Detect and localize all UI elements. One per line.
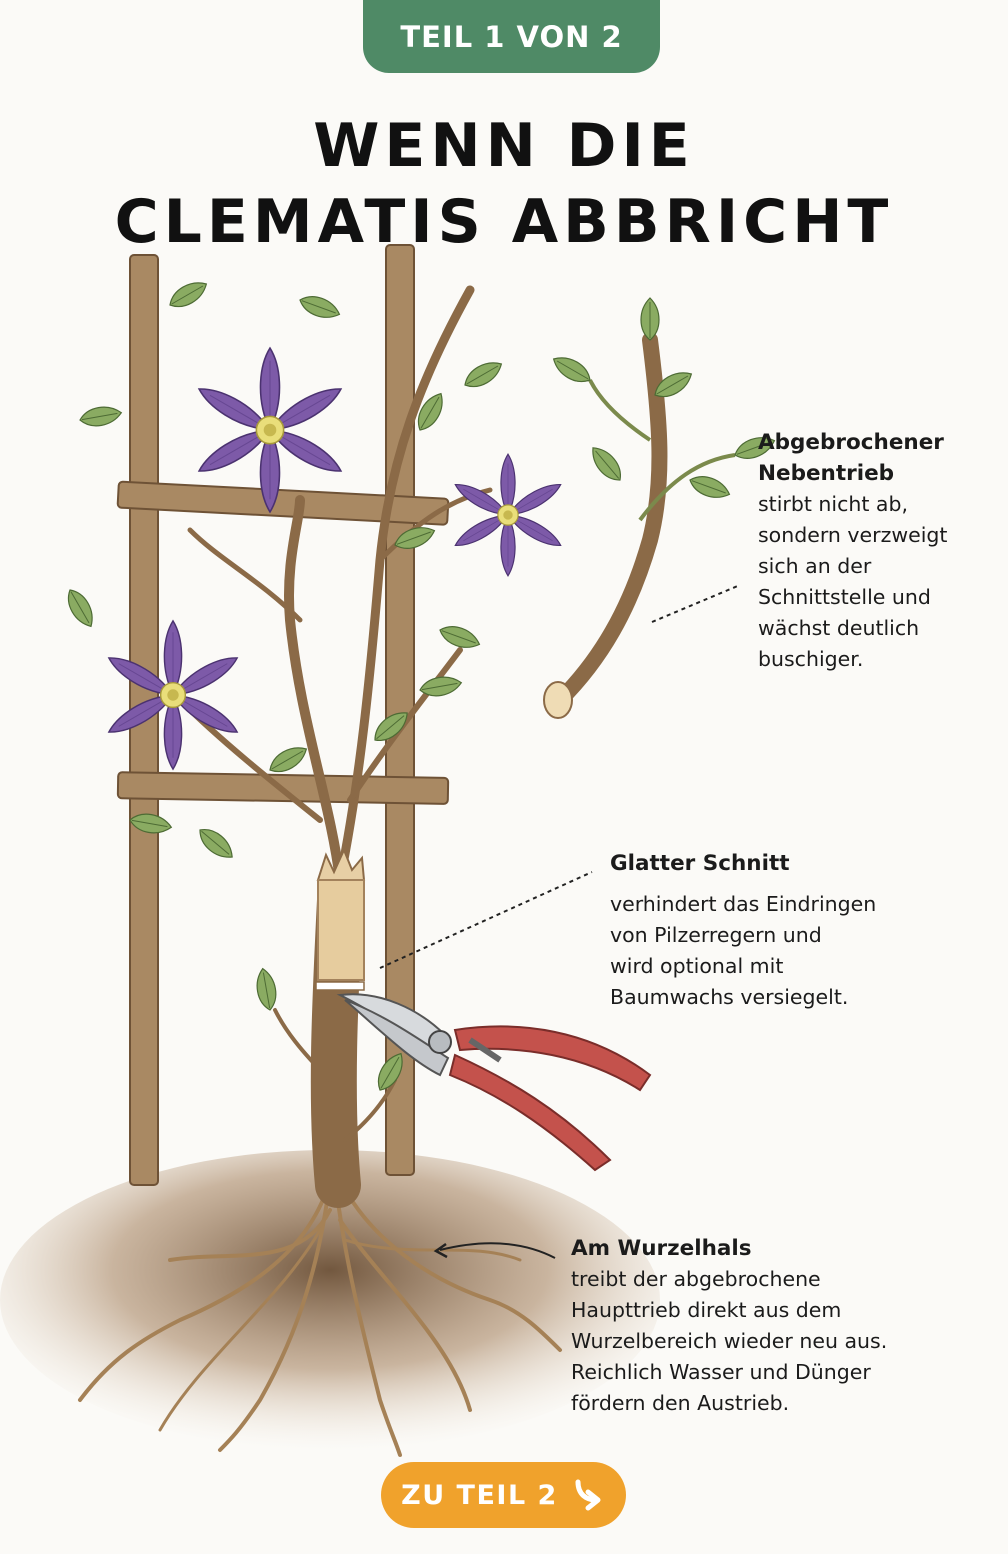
cut-wound [317,879,365,981]
title-line-1: WENN DIE [313,111,695,181]
clematis-flower [103,620,243,770]
note-side-shoot-text: stirbt nicht ab, sondern verzweigt sich … [758,492,948,671]
note-root-collar: Am Wurzelhals treibt der abgebrochene Ha… [571,1233,901,1419]
page-title: WENN DIE CLEMATIS ABBRICHT [0,108,1008,260]
note-clean-cut-text: verhindert das Eindringen von Pilzerrege… [610,892,877,1009]
note-clean-cut: Glatter Schnitt verhindert das Eindringe… [610,848,900,1013]
clematis-flower [451,453,565,577]
pruning-shears [336,993,652,1172]
part-badge: TEIL 1 VON 2 [363,0,660,73]
soil-mound [0,1150,660,1450]
callout-lines [379,584,741,1259]
broken-side-shoot [543,297,779,719]
note-side-shoot-heading: Abgebrochener Nebentrieb [758,430,944,486]
next-part-label: ZU TEIL 2 [401,1479,558,1511]
next-part-button[interactable]: ZU TEIL 2 [381,1462,626,1528]
arrow-down-right-icon [575,1479,601,1511]
leaves [61,275,507,1096]
note-clean-cut-heading: Glatter Schnitt [610,851,790,876]
broken-stem-tip [316,847,366,881]
title-line-2: CLEMATIS ABBRICHT [114,187,894,258]
roots [78,1178,562,1457]
note-side-shoot: Abgebrochener Nebentrieb stirbt nicht ab… [758,427,998,675]
note-root-collar-heading: Am Wurzelhals [571,1236,752,1261]
note-root-collar-text: treibt der abgebrochene Haupttrieb direk… [571,1267,888,1415]
